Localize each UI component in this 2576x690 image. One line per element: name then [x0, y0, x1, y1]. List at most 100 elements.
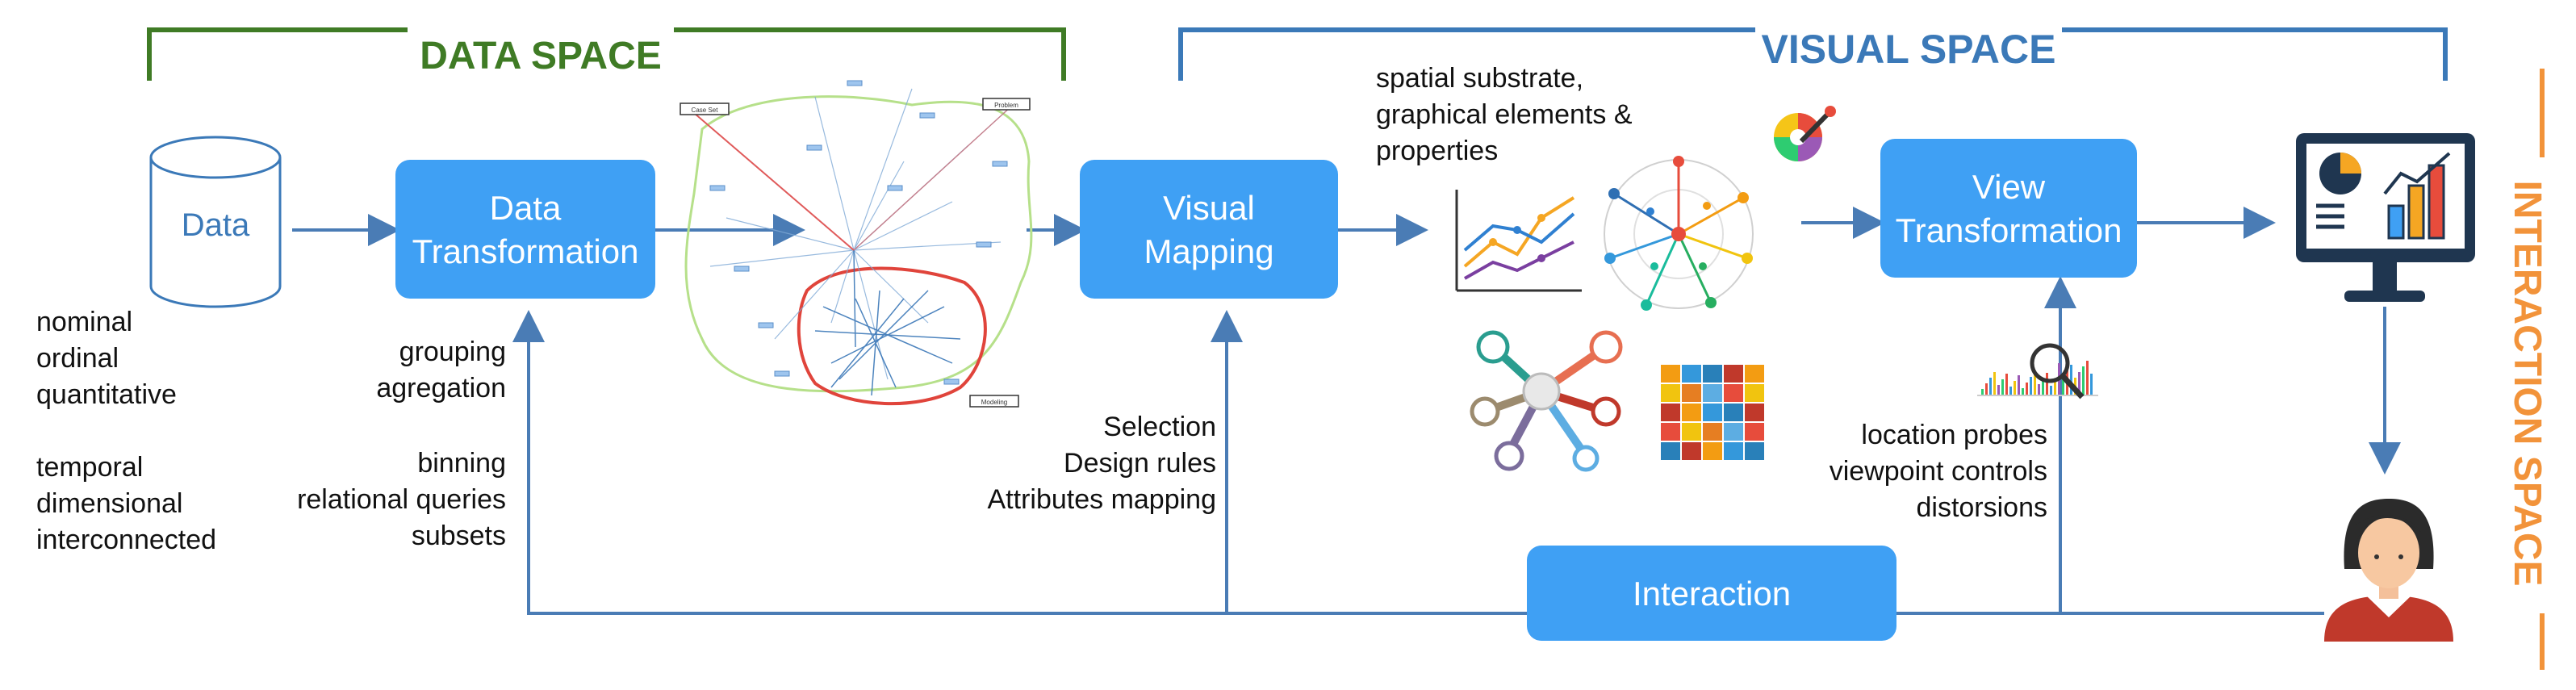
- data-types-notes: nominal ordinal quantitative temporal di…: [36, 307, 216, 555]
- op-binning: binning: [417, 448, 506, 479]
- zoom-chart-bar: [2090, 374, 2093, 395]
- graph-label-case-set: Case Set: [692, 107, 719, 114]
- heatmap-cell: [1682, 365, 1701, 383]
- zoom-chart-bar: [2050, 386, 2052, 395]
- heatmap-cell: [1745, 404, 1764, 421]
- heatmap-cell: [1724, 365, 1743, 383]
- data-space-title: DATA SPACE: [420, 35, 662, 77]
- zoom-chart-bar: [2030, 377, 2032, 395]
- heatmap-cell: [1745, 365, 1764, 383]
- visual-note-line2: graphical elements &: [1376, 99, 1633, 130]
- interaction-box[interactable]: Interaction: [1527, 546, 1896, 641]
- data-space-bracket: DATA SPACE: [147, 27, 1066, 81]
- zoom-chart-bar: [1985, 383, 1988, 395]
- interaction-label: Interaction: [1633, 575, 1791, 613]
- zoom-chart-bar: [2070, 365, 2072, 395]
- heatmap-cell: [1745, 423, 1764, 441]
- visual-elements-notes: spatial substrate, graphical elements & …: [1376, 63, 1633, 166]
- zoom-chart-bar: [2054, 380, 2056, 395]
- zoom-chart-bar: [1989, 378, 1992, 395]
- data-transformation-line1: Data: [490, 189, 562, 227]
- magnifier-chart-icon: [1977, 343, 2098, 399]
- view-viewpoint-controls: viewpoint controls: [1830, 456, 2047, 487]
- zoom-chart-bar: [2005, 374, 2008, 395]
- view-transformation-box[interactable]: View Transformation: [1880, 139, 2137, 278]
- zoom-chart-bar: [2042, 378, 2044, 395]
- zoom-chart-bar: [2018, 375, 2020, 395]
- visual-mapping-box[interactable]: Visual Mapping: [1080, 160, 1338, 299]
- heatmap-cell: [1703, 365, 1722, 383]
- heatmap-icon: [1661, 365, 1764, 460]
- visual-note-line3: properties: [1376, 136, 1498, 166]
- interaction-space-title: INTERACTION SPACE: [2506, 180, 2549, 586]
- heatmap-cell: [1661, 404, 1680, 421]
- heatmap-cell: [1703, 442, 1722, 460]
- zoom-chart-bar: [2001, 379, 2004, 395]
- heatmap-cell: [1682, 404, 1701, 421]
- graph-label-modeling: Modeling: [981, 399, 1007, 406]
- op-grouping: grouping: [399, 337, 506, 367]
- mapping-design-rules: Design rules: [1064, 448, 1216, 479]
- zoom-chart-bar: [2026, 383, 2028, 395]
- mapping-attributes: Attributes mapping: [988, 484, 1217, 515]
- zoom-chart-bar: [2046, 373, 2048, 395]
- heatmap-cell: [1703, 384, 1722, 402]
- zoom-chart-bar: [2009, 387, 2012, 395]
- heatmap-cell: [1745, 442, 1764, 460]
- data-type-interconnected: interconnected: [36, 525, 216, 555]
- network-graph-thumbnail: Case Set Problem Modeling: [680, 80, 1033, 408]
- zoom-chart-bar: [2014, 381, 2016, 395]
- data-type-dimensional: dimensional: [36, 488, 182, 519]
- zoom-chart-bar: [2062, 376, 2064, 395]
- bubble-network-icon: [1470, 330, 1623, 472]
- heatmap-cell: [1682, 384, 1701, 402]
- heatmap-cell: [1724, 384, 1743, 402]
- monitor-dashboard-icon: [2296, 133, 2475, 302]
- color-palette-icon: [1774, 106, 1836, 161]
- op-subsets: subsets: [412, 521, 506, 551]
- visual-mapping-line1: Visual: [1163, 189, 1255, 227]
- heatmap-cell: [1682, 442, 1701, 460]
- zoom-chart-bar: [2078, 372, 2080, 395]
- op-relational-queries: relational queries: [297, 484, 506, 515]
- heatmap-cell: [1703, 404, 1722, 421]
- data-store-label: Data: [182, 207, 250, 243]
- heatmap-cell: [1703, 423, 1722, 441]
- visual-space-bracket: VISUAL SPACE: [1178, 27, 2448, 81]
- view-transformation-line2: Transformation: [1896, 211, 2122, 249]
- transformation-notes: grouping agregation binning relational q…: [297, 337, 506, 551]
- heatmap-cell: [1724, 423, 1743, 441]
- heatmap-cell: [1661, 423, 1680, 441]
- zoom-chart-bar: [1981, 389, 1984, 395]
- data-type-ordinal: ordinal: [36, 343, 119, 374]
- visual-space-title: VISUAL SPACE: [1762, 27, 2056, 72]
- zoom-chart-bar: [2034, 371, 2036, 395]
- zoom-chart-bar: [1993, 372, 1996, 395]
- graph-label-problem: Problem: [994, 102, 1018, 109]
- zoom-chart-bar: [2038, 384, 2040, 395]
- data-transformation-box[interactable]: Data Transformation: [395, 160, 655, 299]
- visual-mapping-line2: Mapping: [1144, 232, 1273, 270]
- heatmap-cell: [1745, 384, 1764, 402]
- data-store: Data: [149, 136, 282, 308]
- view-location-probes: location probes: [1861, 420, 2047, 450]
- user-avatar-icon: [2324, 499, 2453, 642]
- zoom-chart-bar: [1997, 385, 2000, 395]
- mapping-selection: Selection: [1103, 412, 1216, 442]
- heatmap-cell: [1724, 404, 1743, 421]
- line-chart-icon: [1455, 190, 1582, 292]
- op-agregation: agregation: [376, 373, 506, 404]
- view-distorsions: distorsions: [1916, 492, 2047, 523]
- heatmap-cell: [1724, 442, 1743, 460]
- mapping-notes: Selection Design rules Attributes mappin…: [988, 412, 1217, 515]
- data-type-quantitative: quantitative: [36, 379, 177, 410]
- visual-note-line1: spatial substrate,: [1376, 63, 1583, 94]
- heatmap-cell: [1661, 442, 1680, 460]
- interaction-space-bracket: INTERACTION SPACE: [2506, 69, 2549, 670]
- heatmap-cell: [1661, 384, 1680, 402]
- heatmap-cell: [1682, 423, 1701, 441]
- radial-graph-icon: [1604, 156, 1754, 311]
- view-transformation-line1: View: [1972, 168, 2046, 206]
- data-type-temporal: temporal: [36, 452, 143, 483]
